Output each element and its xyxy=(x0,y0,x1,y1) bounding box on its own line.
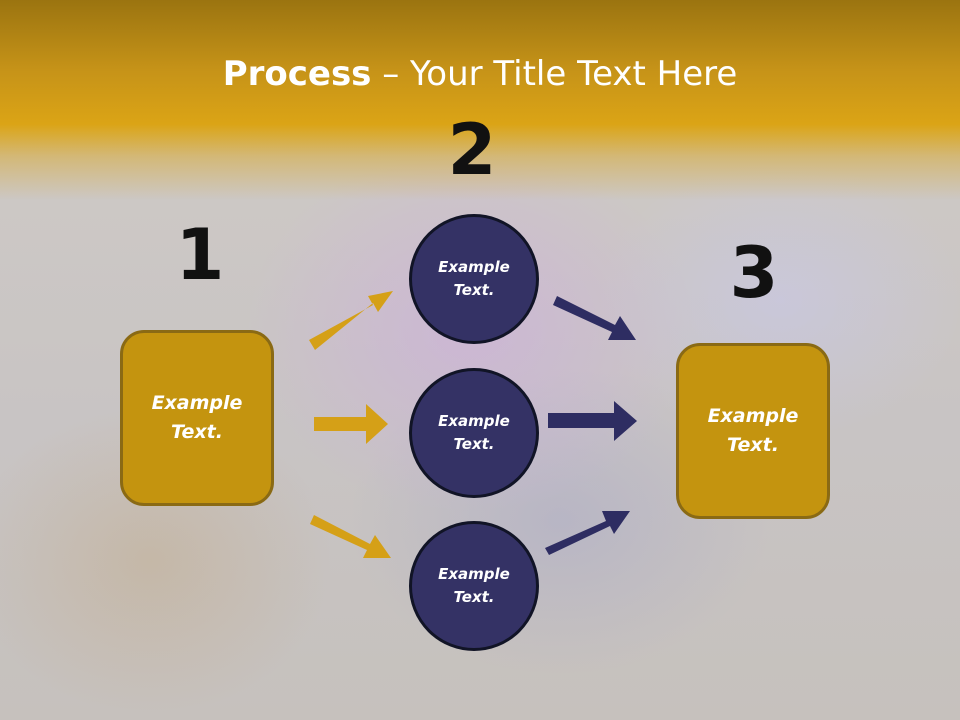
arrow-from-middle xyxy=(548,401,637,441)
circle-middle: Example Text. xyxy=(409,368,539,498)
circle-bottom-label: Example Text. xyxy=(438,565,510,606)
navy-arrows xyxy=(545,296,637,555)
left-box-label: Example Text. xyxy=(151,392,243,443)
circle-top: Example Text. xyxy=(409,214,539,344)
circle-middle-label: Example Text. xyxy=(438,412,510,453)
header-band xyxy=(0,0,960,200)
arrow-to-bottom xyxy=(310,515,391,558)
arrow-from-bottom xyxy=(545,511,630,555)
left-box: Example Text. xyxy=(120,330,274,506)
circle-bottom: Example Text. xyxy=(409,521,539,651)
step-number-1: 1 xyxy=(175,214,225,296)
arrow-from-top xyxy=(553,296,636,340)
arrow-to-middle xyxy=(314,404,388,444)
right-box-label: Example Text. xyxy=(707,405,799,456)
gold-arrows xyxy=(309,291,393,558)
circle-top-label: Example Text. xyxy=(438,258,510,299)
right-box: Example Text. xyxy=(676,343,830,519)
step-number-2: 2 xyxy=(447,109,497,191)
slide-title: Process – Your Title Text Here xyxy=(0,50,960,98)
step-number-3: 3 xyxy=(729,232,779,314)
title-rest: – Your Title Text Here xyxy=(371,54,738,94)
title-bold: Process xyxy=(222,54,372,94)
arrow-to-top xyxy=(309,291,393,350)
